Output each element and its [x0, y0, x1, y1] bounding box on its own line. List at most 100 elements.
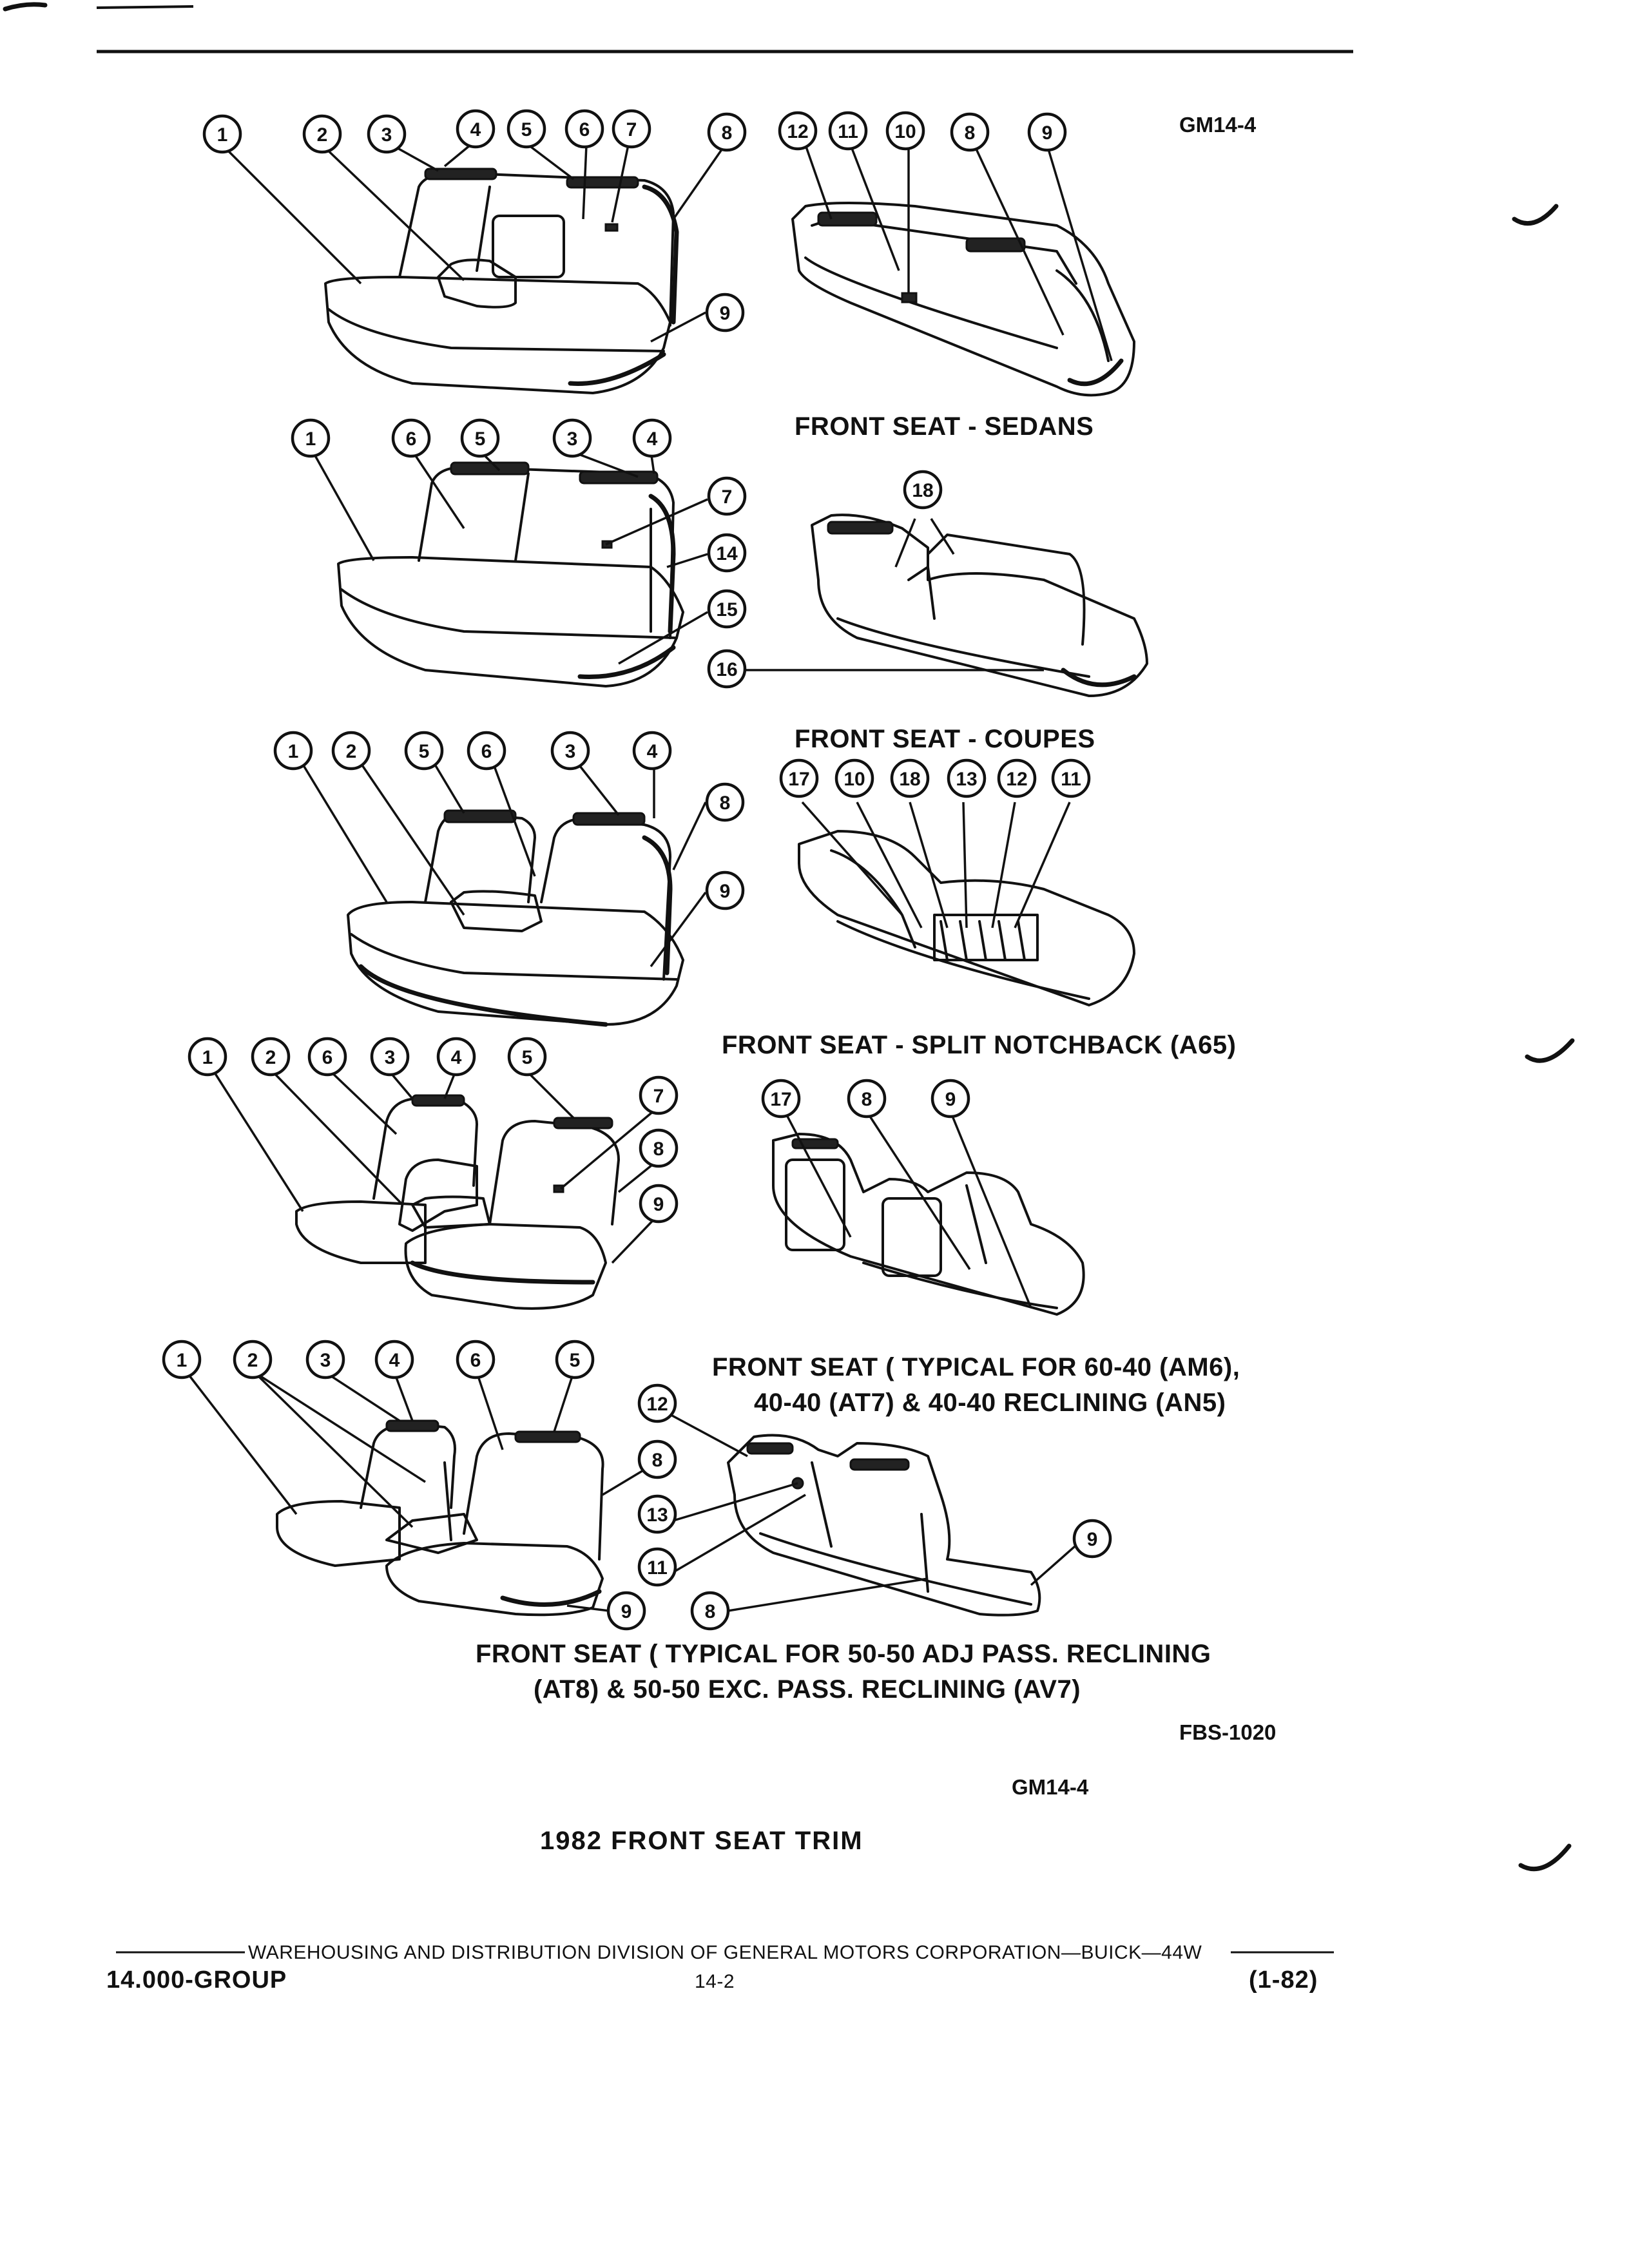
callout-9: 9 — [1027, 112, 1067, 152]
svg-text:5: 5 — [419, 741, 430, 762]
callout-8: 8 — [637, 1439, 677, 1479]
svg-text:6: 6 — [322, 1047, 333, 1068]
callout-3: 3 — [550, 731, 590, 771]
svg-text:2: 2 — [346, 741, 357, 762]
coupe-bench-seat — [337, 461, 684, 687]
callout-9: 9 — [639, 1184, 679, 1224]
svg-text:8: 8 — [965, 122, 976, 144]
callout-18: 18 — [890, 758, 930, 798]
svg-text:6: 6 — [406, 428, 417, 450]
callout-4: 4 — [632, 418, 672, 458]
callouts-sedans: 1 2 3 4 5 6 7 8 12 11 10 8 9 9 — [202, 109, 1067, 332]
svg-text:17: 17 — [788, 769, 809, 790]
svg-text:14: 14 — [716, 543, 738, 564]
caption-coupes: FRONT SEAT - COUPES — [795, 725, 1095, 753]
footer-page-number: 14-2 — [695, 1971, 735, 1992]
svg-text:5: 5 — [570, 1350, 581, 1371]
svg-text:3: 3 — [320, 1350, 331, 1371]
svg-text:18: 18 — [912, 480, 933, 501]
caption-sixty-forty-line2: 40-40 (AT7) & 40-40 RECLINING (AN5) — [754, 1389, 1226, 1417]
callout-2: 2 — [233, 1340, 273, 1379]
callout-3: 3 — [305, 1340, 345, 1379]
callout-2: 2 — [251, 1037, 291, 1077]
svg-text:5: 5 — [521, 119, 532, 140]
header-code: GM14-4 — [1179, 113, 1257, 137]
callout-12: 12 — [997, 758, 1037, 798]
figure-title: 1982 FRONT SEAT TRIM — [540, 1827, 863, 1855]
svg-text:8: 8 — [720, 793, 731, 814]
callout-12: 12 — [637, 1383, 677, 1423]
callout-13: 13 — [947, 758, 987, 798]
footer-date: (1-82) — [1249, 1966, 1318, 1994]
scan-mark — [3, 2, 48, 12]
callout-18: 18 — [903, 470, 943, 510]
svg-text:6: 6 — [579, 119, 590, 140]
coupe-seat-rear-view — [811, 514, 1148, 697]
callout-8: 8 — [690, 1591, 730, 1631]
callout-12: 12 — [778, 111, 818, 151]
svg-text:4: 4 — [647, 741, 658, 762]
callout-11: 11 — [637, 1547, 677, 1587]
svg-text:8: 8 — [722, 122, 733, 144]
callout-2: 2 — [331, 731, 371, 771]
svg-text:9: 9 — [945, 1089, 956, 1110]
svg-text:3: 3 — [385, 1047, 396, 1068]
callout-6: 6 — [467, 731, 506, 771]
callout-7: 7 — [639, 1075, 679, 1115]
svg-text:13: 13 — [956, 769, 977, 790]
svg-text:9: 9 — [621, 1601, 632, 1622]
svg-text:18: 18 — [899, 769, 920, 790]
callout-10: 10 — [834, 758, 874, 798]
svg-text:1: 1 — [177, 1350, 188, 1371]
svg-text:11: 11 — [1061, 769, 1081, 790]
svg-text:7: 7 — [722, 486, 733, 508]
callout-6: 6 — [391, 418, 431, 458]
callout-6: 6 — [307, 1037, 347, 1077]
svg-text:9: 9 — [720, 881, 731, 902]
svg-text:6: 6 — [481, 741, 492, 762]
callouts-coupes: 1 6 5 3 4 7 14 15 16 18 — [291, 418, 943, 689]
svg-text:12: 12 — [1006, 769, 1027, 790]
svg-text:1: 1 — [217, 124, 228, 146]
callout-1: 1 — [202, 114, 242, 154]
caption-sixty-forty-line1: FRONT SEAT ( TYPICAL FOR 60-40 (AM6), — [712, 1353, 1240, 1381]
figure-code: FBS-1020 — [1179, 1720, 1276, 1744]
callout-5: 5 — [404, 731, 444, 771]
svg-text:4: 4 — [389, 1350, 400, 1371]
svg-text:12: 12 — [787, 121, 808, 142]
callout-14: 14 — [707, 533, 747, 573]
svg-text:7: 7 — [626, 119, 637, 140]
scan-mark — [96, 5, 194, 9]
callout-8: 8 — [707, 112, 747, 152]
svg-text:8: 8 — [862, 1089, 872, 1110]
callout-4: 4 — [456, 109, 496, 149]
callout-6: 6 — [564, 109, 604, 149]
callout-5: 5 — [460, 418, 500, 458]
callouts-sixty-forty: 1 2 6 3 4 5 7 8 9 17 8 9 — [188, 1037, 970, 1224]
callout-7: 7 — [707, 476, 747, 516]
fifty-fifty-seat-rear-view — [727, 1434, 1041, 1617]
callout-5: 5 — [506, 109, 546, 149]
svg-text:16: 16 — [716, 659, 737, 680]
svg-text:2: 2 — [247, 1350, 258, 1371]
callout-9: 9 — [705, 870, 745, 910]
svg-text:3: 3 — [565, 741, 576, 762]
caption-split-notchback: FRONT SEAT - SPLIT NOTCHBACK (A65) — [722, 1031, 1236, 1059]
callout-1: 1 — [188, 1037, 227, 1077]
callout-8: 8 — [950, 112, 990, 152]
callout-9: 9 — [705, 293, 745, 332]
caption-sedans: FRONT SEAT - SEDANS — [795, 412, 1094, 441]
svg-text:5: 5 — [522, 1047, 533, 1068]
svg-text:2: 2 — [317, 124, 328, 146]
sixty-forty-seat-rear-view — [772, 1133, 1085, 1316]
svg-text:3: 3 — [567, 428, 578, 450]
callout-17: 17 — [761, 1079, 801, 1119]
callout-2: 2 — [302, 114, 342, 154]
sedan-seat-rear-view — [791, 202, 1135, 397]
callout-7: 7 — [612, 109, 651, 149]
svg-text:9: 9 — [1087, 1529, 1098, 1550]
svg-text:3: 3 — [381, 124, 392, 146]
callout-17: 17 — [779, 758, 819, 798]
footer-group: 14.000-GROUP — [106, 1966, 287, 1994]
